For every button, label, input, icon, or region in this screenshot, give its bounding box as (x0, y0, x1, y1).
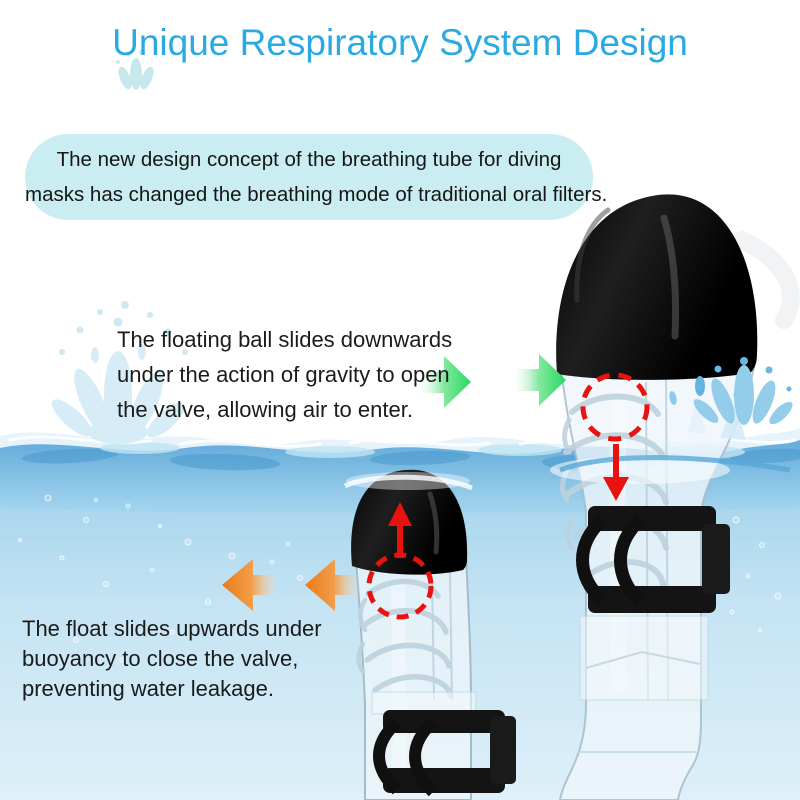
red-arrow-down-icon (603, 477, 629, 501)
buoyancy-annotation: The float slides upwards under buoyancy … (22, 614, 322, 704)
gravity-line-3: the valve, allowing air to enter. (117, 397, 413, 422)
gravity-line-2: under the action of gravity to open (117, 362, 450, 387)
splash-decoration-right (693, 357, 793, 425)
buoyancy-line-1: The float slides upwards under (22, 616, 322, 641)
small-float-cage-texture (356, 578, 454, 699)
small-snorkel-clip (373, 710, 516, 797)
gravity-line-1: The floating ball slides downwards (117, 327, 453, 352)
small-snorkel-image (343, 469, 516, 800)
intro-card: The new design concept of the breathing … (25, 134, 608, 220)
float-down-indicator (580, 372, 650, 501)
green-arrow-right-icon-2 (516, 354, 566, 406)
green-arrows (421, 354, 566, 408)
intro-line-2: masks has changed the breathing mode of … (25, 182, 608, 206)
red-arrow-up-icon (388, 502, 412, 526)
buoyancy-line-2: buoyancy to close the valve, (22, 646, 299, 671)
float-up-indicator (366, 502, 434, 620)
green-arrow-right-icon-1 (421, 356, 471, 408)
buoyancy-line-3: preventing water leakage. (22, 676, 274, 701)
page-title: Unique Respiratory System Design (112, 22, 688, 63)
splash-decoration-left (51, 301, 188, 444)
orange-arrows (222, 559, 358, 611)
bubbles (18, 494, 782, 695)
large-snorkel-clip (576, 506, 730, 613)
dashed-circle-large (580, 372, 650, 442)
background-swoosh (733, 231, 800, 329)
gravity-annotation: The floating ball slides downwards under… (117, 322, 452, 427)
intro-line-1: The new design concept of the breathing … (56, 147, 562, 171)
orange-arrow-left-icon-1 (222, 559, 276, 611)
large-snorkel-dry-top (556, 194, 758, 380)
orange-arrow-left-icon-2 (305, 559, 358, 611)
splash-decoration-small (116, 49, 154, 90)
